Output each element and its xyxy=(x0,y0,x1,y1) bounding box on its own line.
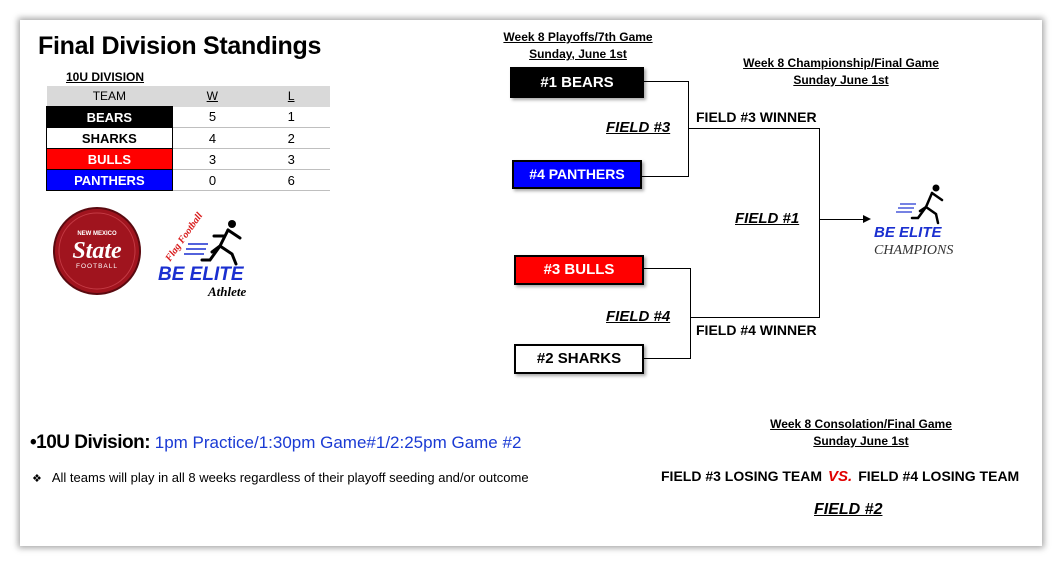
field3-winner-label: FIELD #3 WINNER xyxy=(696,109,817,125)
team-losses: 6 xyxy=(252,169,330,191)
state-logo-main: State xyxy=(72,238,122,264)
championship-header: Week 8 Championship/Final Game Sunday Ju… xyxy=(736,55,946,89)
playoffs-header: Week 8 Playoffs/7th Game Sunday, June 1s… xyxy=(476,29,680,63)
team-wins: 0 xyxy=(172,169,253,191)
athlete-text: Athlete xyxy=(207,284,247,299)
schedule-label: 10U Division: xyxy=(36,432,151,453)
consolation-matchup: FIELD #3 LOSING TEAM VS. FIELD #4 LOSING T… xyxy=(661,468,1019,485)
playoffs-header-line1: Week 8 Playoffs/7th Game xyxy=(503,30,653,44)
runner-icon xyxy=(200,220,242,266)
col-wins: W xyxy=(206,89,218,104)
bracket-line xyxy=(644,358,691,359)
team-name: BULLS xyxy=(46,148,173,170)
standings-header-row: TEAM W L xyxy=(46,86,330,107)
be-elite-champions-logo: BE ELITE CHAMPIONS xyxy=(870,180,966,264)
col-losses: L xyxy=(287,89,295,104)
table-row: PANTHERS 0 6 xyxy=(46,169,330,191)
consolation-header-line2: Sunday June 1st xyxy=(813,434,909,448)
championship-header-line1: Week 8 Championship/Final Game xyxy=(743,56,939,70)
consolation-team-a: FIELD #3 LOSING TEAM xyxy=(661,468,823,484)
consolation-header: Week 8 Consolation/Final Game Sunday Jun… xyxy=(754,416,968,450)
team-wins: 4 xyxy=(172,127,253,149)
bracket-line xyxy=(688,81,689,177)
bracket-line xyxy=(689,128,820,129)
bracket-arrow-line xyxy=(820,219,864,220)
consolation-field-label: FIELD #2 xyxy=(814,501,883,518)
be-elite-text: BE ELITE xyxy=(158,264,245,285)
team-name: PANTHERS xyxy=(46,169,173,191)
bracket-line xyxy=(691,317,820,318)
state-football-logo: NEW MEXICO State FOOTBALL xyxy=(52,206,142,296)
seed-box-panthers: #4 PANTHERS xyxy=(512,160,642,189)
team-losses: 2 xyxy=(252,127,330,149)
table-row: BEARS 5 1 xyxy=(46,106,330,128)
table-row: BULLS 3 3 xyxy=(46,148,330,170)
flag-football-text: Flag Football xyxy=(163,211,205,265)
playoffs-header-line2: Sunday, June 1st xyxy=(529,47,627,61)
field1-label: FIELD #1 xyxy=(735,210,800,227)
team-wins: 3 xyxy=(172,148,253,170)
champions-text: CHAMPIONS xyxy=(874,243,953,258)
seed-box-sharks: #2 SHARKS xyxy=(514,344,644,374)
col-team: TEAM xyxy=(46,86,173,107)
document-page: Final Division Standings 10U DIVISION TE… xyxy=(20,20,1042,546)
diamond-bullet-icon: ❖ xyxy=(32,473,42,485)
bracket-line xyxy=(644,81,688,82)
team-wins: 5 xyxy=(172,106,253,128)
bracket-line xyxy=(819,128,820,318)
seed-box-bears: #1 BEARS xyxy=(510,67,644,98)
standings-title: Final Division Standings xyxy=(38,32,322,60)
field4-label: FIELD #4 xyxy=(606,308,671,325)
champions-be-elite-text: BE ELITE xyxy=(874,224,943,241)
consolation-team-b: FIELD #4 LOSING TEAM xyxy=(858,468,1020,484)
schedule-line: •10U Division: 1pm Practice/1:30pm Game#… xyxy=(30,432,521,454)
schedule-value: 1pm Practice/1:30pm Game#1/2:25pm Game #… xyxy=(154,433,522,452)
division-label: 10U DIVISION xyxy=(66,70,145,84)
table-row: SHARKS 4 2 xyxy=(46,127,330,149)
champion-runner-icon xyxy=(910,184,944,225)
team-name: SHARKS xyxy=(46,127,173,149)
championship-header-line2: Sunday June 1st xyxy=(793,73,889,87)
be-elite-athlete-logo: Flag Football BE ELITE Athlete xyxy=(156,210,276,302)
team-losses: 3 xyxy=(252,148,330,170)
bracket-line xyxy=(642,176,688,177)
bracket-line xyxy=(690,268,691,359)
bracket-line xyxy=(644,268,691,269)
standings-table: TEAM W L BEARS 5 1 SHARKS 4 2 BULLS 3 3 … xyxy=(46,86,330,191)
schedule-bullet: • xyxy=(30,432,37,453)
state-logo-top: NEW MEXICO xyxy=(77,231,117,237)
team-losses: 1 xyxy=(252,106,330,128)
schedule-note: ❖ All teams will play in all 8 weeks rega… xyxy=(32,470,529,485)
arrow-head-icon xyxy=(863,215,871,223)
vs-label: VS. xyxy=(828,468,853,485)
field4-winner-label: FIELD #4 WINNER xyxy=(696,322,817,338)
seed-box-bulls: #3 BULLS xyxy=(514,255,644,285)
schedule-note-text: All teams will play in all 8 weeks regar… xyxy=(51,470,529,485)
field3-label: FIELD #3 xyxy=(606,119,671,136)
team-name: BEARS xyxy=(46,106,173,128)
consolation-header-line1: Week 8 Consolation/Final Game xyxy=(770,417,952,431)
state-logo-bottom: FOOTBALL xyxy=(76,263,118,270)
